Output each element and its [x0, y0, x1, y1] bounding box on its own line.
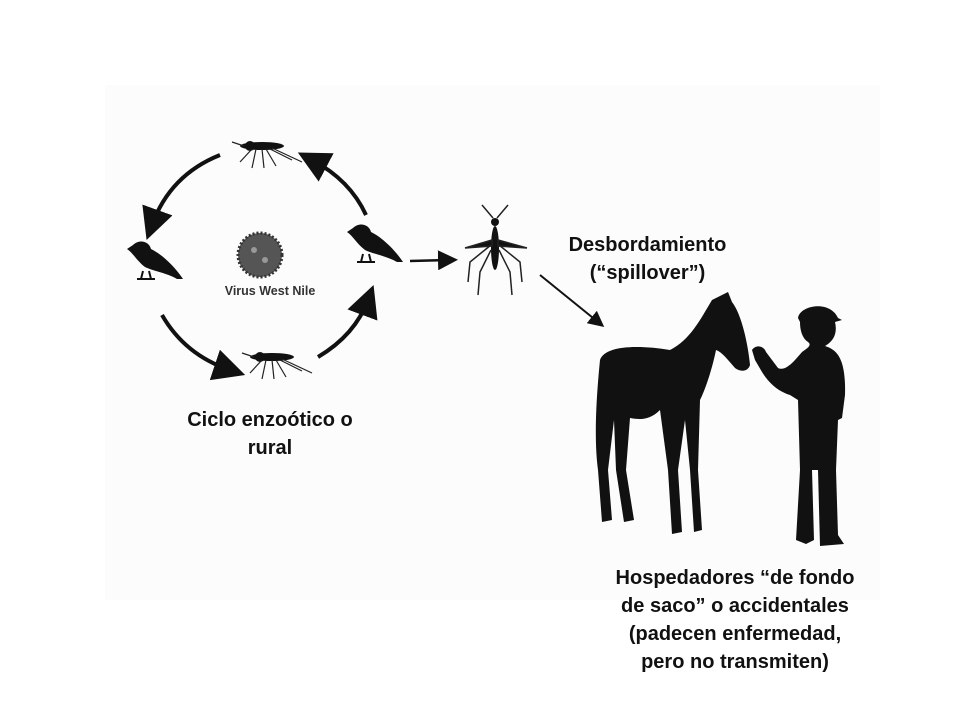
cycle-arrows — [142, 152, 605, 381]
cycle-line1: Ciclo enzoótico o — [187, 409, 353, 431]
cycle-line2: rural — [247, 437, 293, 459]
man-icon — [752, 306, 846, 546]
virus-icon — [236, 231, 284, 279]
spillover-line1: Desbordamiento — [568, 234, 727, 256]
hosts-line4: pero no transmiten) — [641, 651, 829, 673]
virus-label: Virus West Nile — [224, 284, 316, 298]
hosts-label: Hospedadores “de fondo de saco” o accide… — [585, 564, 885, 676]
spillover-label: Desbordamiento (“spillover”) — [530, 231, 765, 287]
hosts-line1: Hospedadores “de fondo — [615, 567, 855, 589]
arrow-bird-to-mosquito-top — [297, 152, 368, 216]
arrow-bird-to-mosquito — [160, 314, 246, 381]
spillover-line2: (“spillover”) — [589, 262, 706, 284]
bird-left-icon — [126, 240, 184, 280]
hosts-line3: (padecen enfermedad, — [628, 623, 842, 645]
arrow-spillover — [539, 274, 605, 328]
mosquito-bottom-icon — [241, 351, 313, 380]
cycle-label: Ciclo enzoótico o rural — [150, 406, 390, 462]
arrow-bird-to-vector — [409, 250, 458, 271]
horse-icon — [595, 292, 750, 534]
hosts-line2: de saco” o accidentales — [621, 595, 849, 617]
mosquito-top-icon — [231, 140, 303, 169]
arrow-mosquito-to-bird-right — [316, 285, 378, 359]
bird-right-icon — [346, 223, 404, 263]
arrow-mosquito-to-bird — [142, 153, 221, 241]
mosquito-vector-icon — [464, 204, 528, 296]
diagram-background — [105, 85, 880, 600]
